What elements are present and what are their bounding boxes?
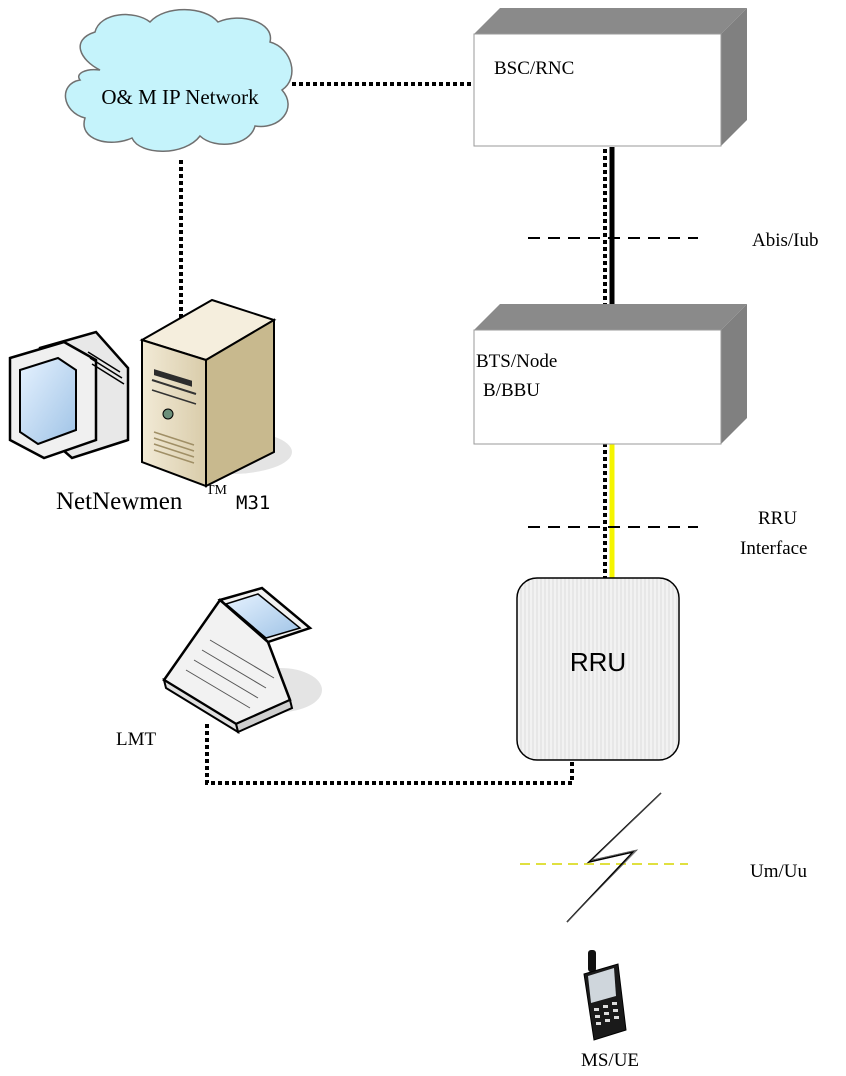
rru-interface-label-line1: RRU — [758, 508, 797, 529]
connections — [179, 82, 615, 785]
netnewmen-name: NetNewmen — [56, 488, 183, 515]
netnewmen-workstation: NetNewmen TM M31 — [8, 298, 292, 515]
laptop-icon — [162, 586, 313, 735]
rru-node: RRU — [516, 577, 680, 761]
mobile-phone-icon: MS/UE — [581, 950, 639, 1071]
lmt-link-to-rru — [205, 724, 574, 785]
bts-label-line1: BTS/Node — [476, 351, 557, 372]
um-uu-label: Um/Uu — [750, 861, 808, 882]
abis-iub-label: Abis/Iub — [752, 230, 819, 251]
ms-ue-label: MS/UE — [581, 1050, 639, 1071]
lmt-label: LMT — [116, 729, 157, 750]
tower-server-icon — [139, 298, 277, 488]
rru-interface-label-line2: Interface — [740, 538, 808, 559]
netnewmen-model: M31 — [236, 492, 270, 514]
bts-label-line2: B/BBU — [483, 380, 540, 401]
rru-label: RRU — [570, 647, 626, 677]
bsc-rnc-node: BSC/RNC — [473, 8, 747, 147]
radio-link-icon — [566, 792, 662, 923]
oam-ip-network-cloud: O& M IP Network — [64, 8, 293, 152]
bsc-rnc-label: BSC/RNC — [494, 58, 574, 79]
cloud-label: O& M IP Network — [101, 85, 259, 109]
rru-interface: RRU Interface — [528, 508, 808, 559]
netnewmen-label: NetNewmen — [56, 488, 183, 515]
lmt-node: LMT — [116, 586, 322, 750]
um-uu-interface: Um/Uu — [520, 792, 808, 923]
netnewmen-tm: TM — [206, 483, 228, 498]
abis-iub-interface: Abis/Iub — [528, 230, 819, 251]
desktop-monitor-icon — [8, 330, 130, 460]
bts-nodeb-bbu-node: BTS/Node B/BBU — [473, 304, 747, 445]
